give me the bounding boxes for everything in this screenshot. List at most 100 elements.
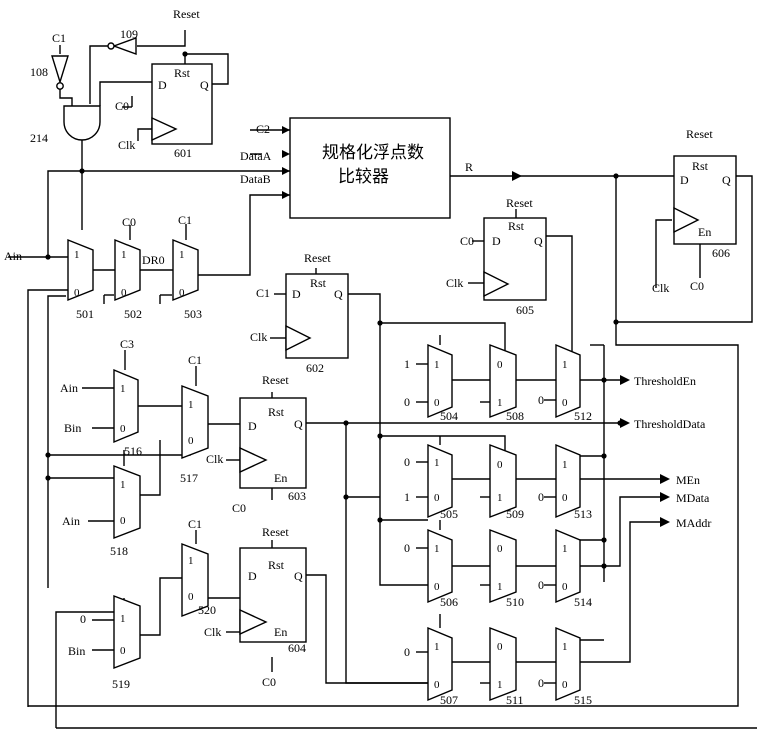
arrowheads: [282, 126, 670, 527]
label-0-519: 0: [80, 612, 86, 626]
label-rst-605: Rst: [508, 219, 525, 233]
comparator-title-line1: 规格化浮点数: [322, 143, 424, 163]
ref-605: 605: [516, 303, 534, 317]
mux511-in1: 1: [497, 679, 503, 691]
flipflop-603: [239, 397, 307, 489]
mux517-in0: 0: [188, 435, 194, 447]
mux-501: [67, 238, 94, 302]
output-threshold-data: ThresholdData: [634, 417, 706, 431]
ref-603: 603: [288, 489, 306, 503]
mux507-in1: 1: [434, 641, 440, 653]
label-rst-602: Rst: [310, 276, 327, 290]
label-d-604: D: [248, 569, 257, 583]
ref-604: 604: [288, 641, 306, 655]
label-rst-606: Rst: [692, 159, 709, 173]
mux513-in1: 1: [562, 459, 568, 471]
mux502-in0: 0: [121, 287, 127, 299]
ref-108: 108: [30, 65, 48, 79]
label-rst-601: Rst: [174, 66, 191, 80]
label-reset-602: Reset: [304, 251, 331, 265]
mux-511: [489, 626, 517, 702]
mux509-in0: 0: [497, 459, 503, 471]
mux506-in0: 0: [434, 581, 440, 593]
buffer-108: [51, 55, 69, 90]
mux504-in0: 0: [434, 397, 440, 409]
label-c0-502: C0: [122, 215, 136, 229]
mux505-in1: 1: [434, 457, 440, 469]
mux-519: [113, 594, 141, 670]
label-c0-603: C0: [232, 501, 246, 515]
label-c1-503: C1: [178, 213, 192, 227]
label-0-505: 0: [404, 455, 410, 469]
mux510-in0: 0: [497, 543, 503, 555]
label-dataB: DataB: [240, 172, 271, 186]
label-c0-605: C0: [460, 234, 474, 248]
label-c2: C2: [256, 122, 270, 136]
label-d-605: D: [492, 234, 501, 248]
mux-506: [427, 528, 453, 604]
label-c3: C3: [120, 337, 134, 351]
label-en-603: En: [274, 471, 287, 485]
ref-504: 504: [440, 409, 458, 423]
label-c0-606: C0: [690, 279, 704, 293]
mux518-in1: 1: [120, 479, 126, 491]
mux505-in0: 0: [434, 492, 440, 504]
label-c0-601: C0: [115, 99, 129, 113]
and-gate-214: [63, 105, 101, 141]
ref-602: 602: [306, 361, 324, 375]
mux520-in0: 0: [188, 591, 194, 603]
ref-514: 514: [574, 595, 592, 609]
label-q-602: Q: [334, 287, 343, 301]
label-0-513: 0: [538, 490, 544, 504]
label-bin-516: Bin: [64, 421, 81, 435]
label-0-506: 0: [404, 541, 410, 555]
mux503-in1: 1: [179, 249, 185, 261]
mux502-in1: 1: [121, 249, 127, 261]
label-rst-604: Rst: [268, 558, 285, 572]
label-q-604: Q: [294, 569, 303, 583]
mux-503: [172, 238, 199, 302]
mux520-in1: 1: [188, 555, 194, 567]
label-rst-603: Rst: [268, 405, 285, 419]
mux513-in0: 0: [562, 492, 568, 504]
ref-512: 512: [574, 409, 592, 423]
ref-509: 509: [506, 507, 524, 521]
mux-520: [181, 542, 209, 618]
ref-517: 517: [180, 471, 198, 485]
mux501-in1: 1: [74, 249, 80, 261]
flipflop-605: [483, 217, 547, 301]
label-reset-604: Reset: [262, 525, 289, 539]
mux-515: [555, 626, 581, 702]
label-d-606: D: [680, 173, 689, 187]
mux-517: [181, 384, 209, 460]
label-0-507: 0: [404, 645, 410, 659]
label-clk-601: Clk: [118, 138, 135, 152]
mux514-in1: 1: [562, 543, 568, 555]
label-d-602: D: [292, 287, 301, 301]
ref-507: 507: [440, 693, 458, 707]
output-men: MEn: [676, 473, 700, 487]
ref-518: 518: [110, 544, 128, 558]
label-reset-605: Reset: [506, 196, 533, 210]
flipflop-602: [285, 273, 349, 359]
label-clk-603: Clk: [206, 452, 223, 466]
mux-510: [489, 528, 517, 604]
label-1-505: 1: [404, 490, 410, 504]
label-ain-516: Ain: [60, 381, 78, 395]
ref-601: 601: [174, 146, 192, 160]
label-ain-501: Ain: [4, 249, 22, 263]
label-q-601: Q: [200, 78, 209, 92]
mux503-in0: 0: [179, 287, 185, 299]
output-threshold-en: ThresholdEn: [634, 374, 696, 388]
label-reset-601: Reset: [173, 7, 200, 21]
labels: C1 108 109 Reset Rst D Q C0 Clk 601 214 …: [4, 7, 731, 707]
mux508-in0: 0: [497, 359, 503, 371]
label-reset-603: Reset: [262, 373, 289, 387]
label-dataA: DataA: [240, 149, 272, 163]
flipflop-604: [239, 547, 307, 643]
mux-514: [555, 528, 581, 604]
mux519-in0: 0: [120, 645, 126, 657]
label-clk-602: Clk: [250, 330, 267, 344]
label-c1-517: C1: [188, 353, 202, 367]
